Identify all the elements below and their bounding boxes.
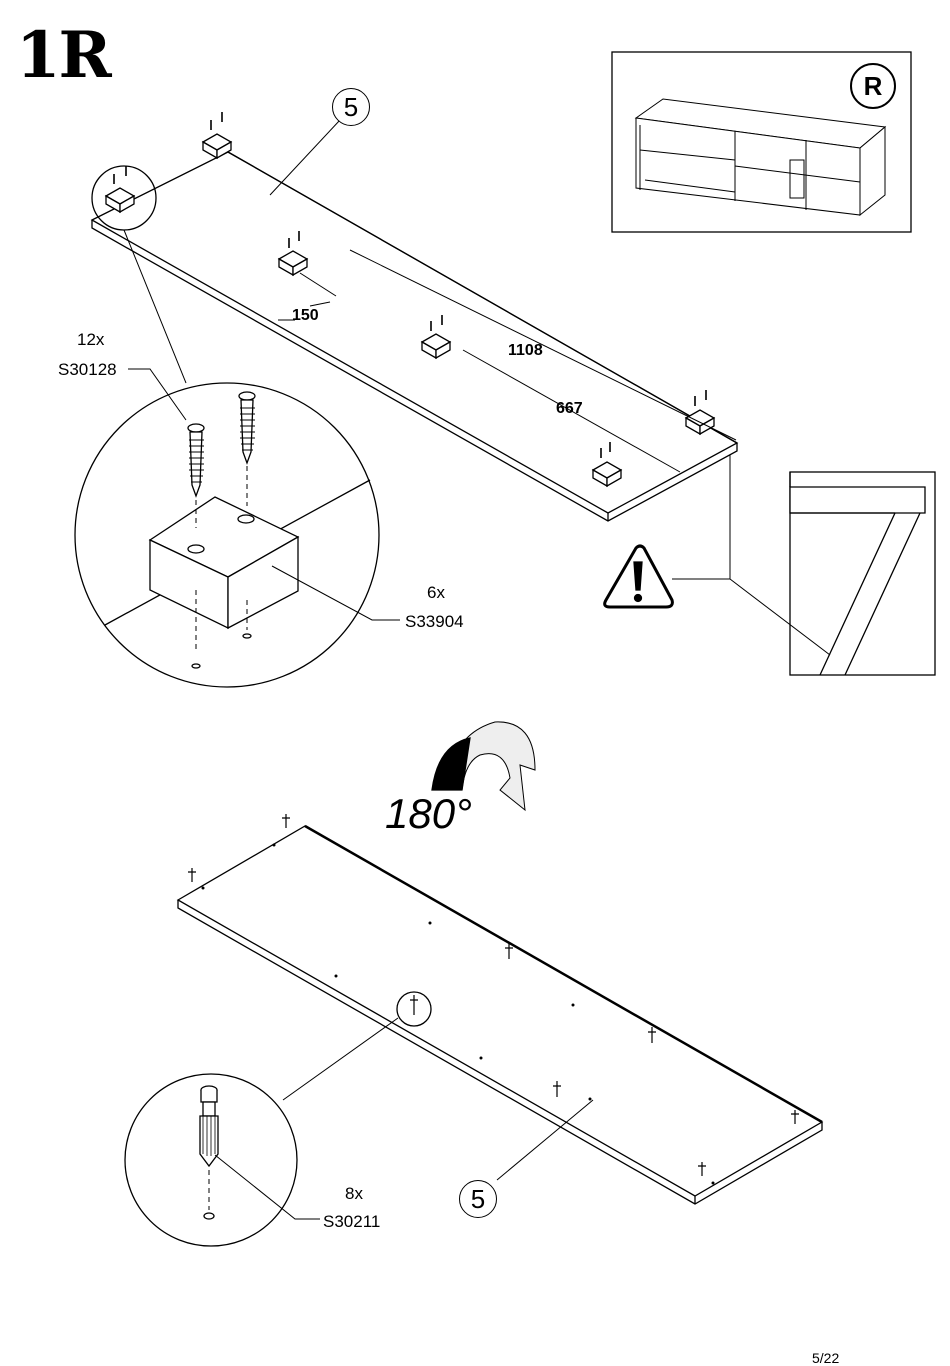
step-label: 1R bbox=[16, 18, 112, 93]
top-panel bbox=[90, 151, 739, 522]
rotate-arrow bbox=[431, 721, 536, 812]
dimension-667: 667 bbox=[556, 400, 583, 417]
dimension-150: 150 bbox=[292, 307, 319, 324]
cam-fittings bbox=[188, 814, 799, 1176]
cabinet-overview bbox=[634, 98, 887, 217]
cam-code: S30211 bbox=[323, 1212, 381, 1231]
rotation-label: 180° bbox=[385, 790, 472, 837]
page-number: 5/22 bbox=[812, 1350, 840, 1366]
part-number-badge: 5 bbox=[332, 88, 370, 126]
screw-detail-circle bbox=[74, 382, 380, 688]
part-number-badge-bottom: 5 bbox=[459, 1180, 497, 1218]
edge-detail bbox=[789, 472, 926, 676]
warning-icon bbox=[603, 544, 674, 609]
edge-detail-frame bbox=[789, 471, 936, 676]
small-screws bbox=[113, 112, 707, 458]
screw-detail bbox=[104, 391, 371, 669]
side-badge: R bbox=[850, 63, 896, 109]
screw-code: S30128 bbox=[58, 360, 117, 379]
block-code: S33904 bbox=[405, 612, 464, 631]
cam-detail-circle bbox=[124, 1073, 298, 1247]
block-qty: 6x bbox=[427, 583, 445, 602]
cam-detail bbox=[199, 1085, 219, 1220]
screw-qty: 12x bbox=[77, 330, 105, 349]
overview-frame bbox=[611, 51, 912, 233]
dimension-1108: 1108 bbox=[508, 342, 543, 359]
bottom-panel-holes bbox=[201, 843, 715, 1185]
bottom-panel bbox=[176, 824, 824, 1205]
dimension-lines bbox=[278, 249, 737, 473]
cam-qty: 8x bbox=[345, 1184, 363, 1203]
panel-blocks bbox=[104, 133, 716, 488]
